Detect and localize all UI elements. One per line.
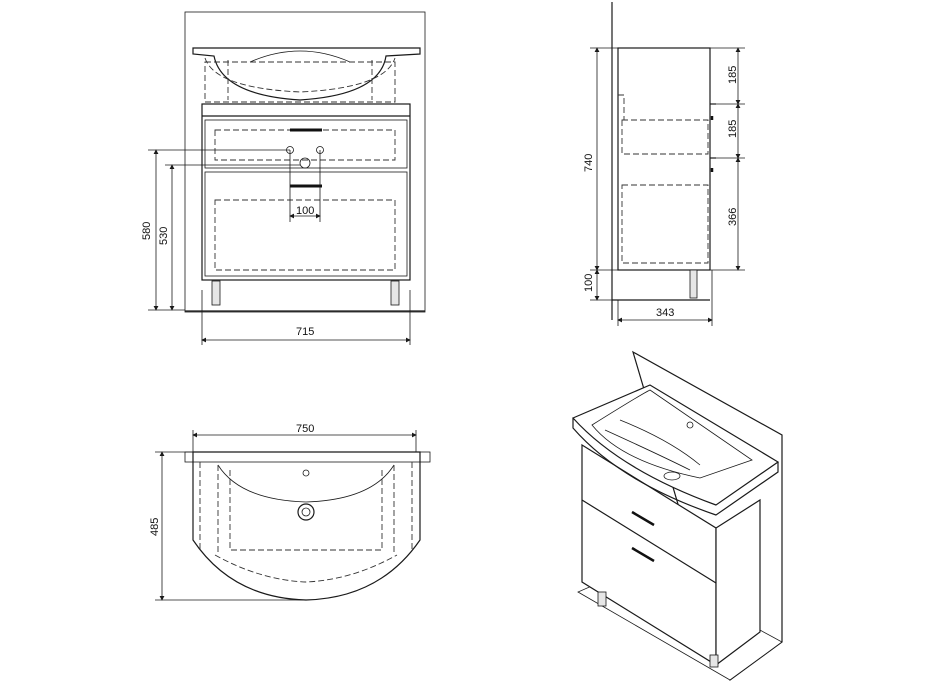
front-view [148, 11, 426, 345]
dim-366: 366 [727, 208, 739, 226]
dim-100-leg: 100 [583, 274, 595, 292]
dim-740: 740 [583, 154, 595, 172]
dim-750: 750 [296, 423, 314, 435]
dim-185-mid: 185 [727, 120, 739, 138]
dim-530: 530 [158, 227, 170, 245]
dim-580: 580 [141, 222, 153, 240]
dim-185-top: 185 [727, 66, 739, 84]
dim-343: 343 [656, 307, 674, 319]
dim-715: 715 [296, 326, 314, 338]
dim-485: 485 [149, 518, 161, 536]
dim-hole-spacing: 100 [296, 205, 314, 217]
side-view [590, 2, 745, 326]
isometric-view [571, 350, 783, 681]
top-view [155, 430, 431, 601]
